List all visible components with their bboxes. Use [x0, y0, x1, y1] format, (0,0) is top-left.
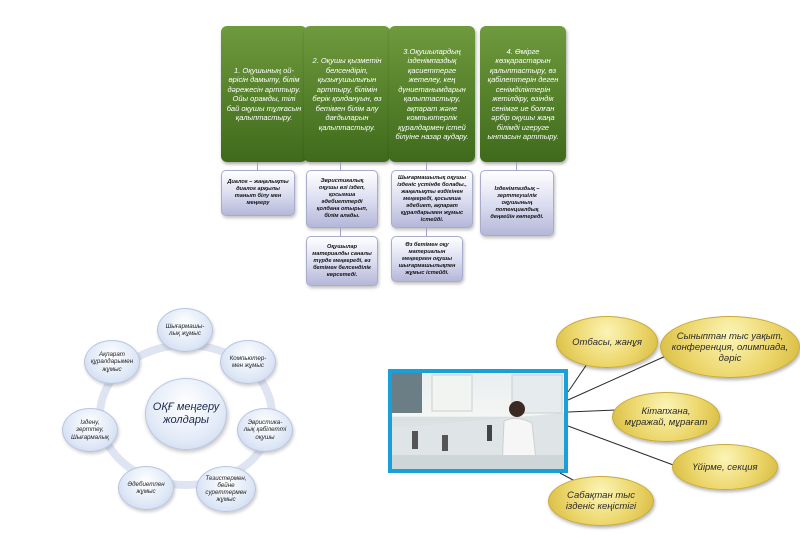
cycle-node-heuristic: Эвристика-лық қабілетті оқушы — [237, 408, 293, 452]
goal-header-1: 1. Оқушының ой-өрісін дамыту, білім дәре… — [221, 26, 307, 162]
cycle-node-theses: Тезистермен, бейне суреттермен жұмыс — [196, 466, 256, 512]
oval-family: Отбасы, жанұя — [556, 316, 658, 368]
oval-library-museum: Кітапхана, мұражай, мұрағат — [612, 392, 720, 442]
goal-header-3: 3.Оқушылардың ізденімпаздық қасиеттерге … — [389, 26, 475, 162]
classroom-photo — [388, 369, 568, 473]
goal-header-2: 2. Оқушы қызметін белсендіріп, қызығушыл… — [304, 26, 390, 162]
connector — [516, 162, 517, 170]
connector — [340, 162, 341, 170]
method-note-1: Диалог – жаңалықты диалог арқылы таныт б… — [221, 170, 295, 216]
classroom-photo-icon — [392, 373, 564, 469]
method-note-2: Эвристикалық оқушы өзі іздеп, қосымша әд… — [306, 170, 378, 228]
method-note-6: Өз бетімен оқу материалын меңгерген оқуш… — [391, 236, 463, 282]
connector — [426, 228, 427, 236]
method-note-4: Ізденімпаздық – зерттеушілік оқушының по… — [480, 170, 554, 236]
oval-clubs: Үйірме, секция — [672, 444, 778, 490]
cycle-node-research: Іздену, зерттеу, Шығармалық — [62, 408, 118, 452]
cycle-node-literature: Әдебиетпен жұмыс — [118, 466, 174, 510]
cycle-node-computer-work: Компьютер-мен жұмыс — [220, 340, 276, 384]
cycle-center: ОҚҒ меңгеру жолдары — [145, 378, 227, 450]
method-note-5: Оқушылар материалды саналы түрде меңгере… — [306, 236, 378, 286]
connector — [257, 162, 258, 170]
oval-extracurricular: Сыныптан тыс уақыт, конференция, олимпиа… — [660, 316, 800, 378]
connector — [426, 162, 427, 170]
oval-after-class-space: Сабақтан тыс ізденіс кеңістігі — [548, 476, 654, 526]
goal-header-4: 4. Өмірге көзқарастарын қалыптастыру, өз… — [480, 26, 566, 162]
method-note-3: Шығармашылық оқушы ізденіс үстінде болад… — [391, 170, 473, 228]
connector — [340, 228, 341, 236]
cycle-node-media-tools: Ақпарат құралдарымен жұмыс — [84, 340, 140, 384]
cycle-node-creative-work: Шығармашы-лық жұмыс — [157, 308, 213, 352]
